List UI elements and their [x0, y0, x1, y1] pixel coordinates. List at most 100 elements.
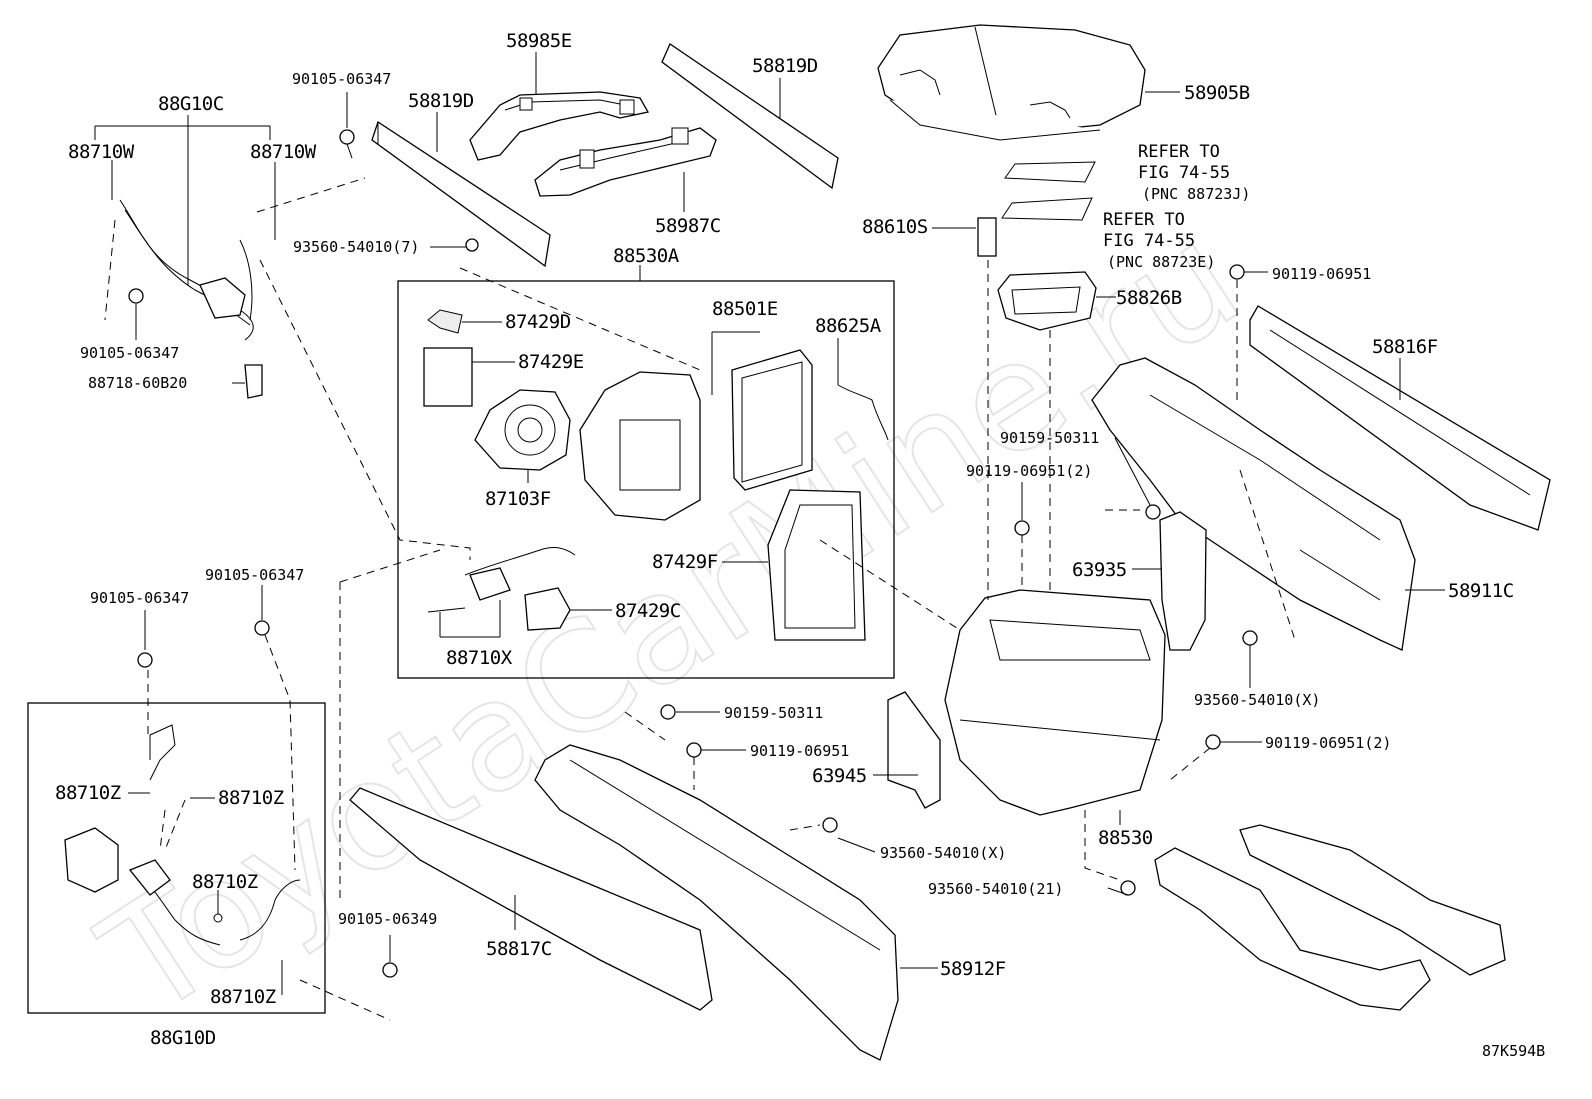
label-88710Z-a: 88710Z — [55, 782, 121, 804]
label-88710W-left: 88710W — [68, 141, 135, 163]
label-63945: 63945 — [812, 765, 867, 787]
label-88G10C: 88G10C — [158, 93, 224, 115]
oring-88710Z-c — [213, 913, 223, 923]
part-58985E — [469, 91, 650, 161]
label-88710W-right: 88710W — [250, 141, 317, 163]
bolt-90105-06347-l2 — [254, 620, 270, 636]
label-93560-54010-21: 93560-54010(21) — [928, 880, 1063, 898]
ref2-line1: REFER TO — [1103, 210, 1185, 230]
part-58817C — [349, 787, 713, 1011]
label-87429F: 87429F — [652, 551, 718, 573]
assembly-box-88G10D — [27, 702, 326, 1014]
label-58819D-right: 58819D — [752, 55, 818, 77]
figure-code: 87K594B — [1482, 1042, 1545, 1060]
label-93560-54010-X-a: 93560-54010(X) — [1194, 691, 1320, 709]
leader-lines — [94, 52, 1445, 995]
bolt-93560-54010-X-b — [822, 817, 838, 833]
label-90105-06349: 90105-06349 — [338, 910, 437, 928]
label-58912F: 58912F — [940, 958, 1006, 980]
label-88G10D: 88G10D — [150, 1027, 216, 1049]
part-63935 — [1159, 511, 1207, 651]
label-90119-06951-2a: 90119-06951(2) — [966, 462, 1092, 480]
label-88710Z-d: 88710Z — [210, 986, 276, 1008]
part-58819D-right — [661, 43, 839, 190]
part-88G10D-conn — [128, 859, 171, 896]
part-duct — [1154, 824, 1506, 1011]
label-93560-54010-7: 93560-54010(7) — [293, 238, 419, 256]
part-88501E — [731, 349, 813, 491]
bolt-93560-54010-X-a — [1242, 630, 1258, 646]
dashed-lines — [104, 177, 1296, 1021]
label-90105-06347-l2: 90105-06347 — [205, 566, 304, 584]
part-63945 — [887, 691, 941, 809]
label-88530A: 88530A — [613, 245, 680, 267]
bolt-90105-06347-mid — [128, 288, 144, 304]
part-88530A-case — [579, 371, 701, 521]
label-58911C: 58911C — [1448, 580, 1514, 602]
part-87429D — [427, 309, 463, 334]
label-87103F: 87103F — [485, 488, 551, 510]
part-87429C — [524, 587, 571, 631]
label-90159-50311-a: 90159-50311 — [1000, 429, 1099, 447]
label-87429E: 87429E — [518, 351, 584, 373]
label-90119-06951-a: 90119-06951 — [1272, 265, 1371, 283]
part-87103F — [474, 389, 571, 471]
part-58905B — [877, 24, 1146, 141]
bolt-93560-54010-7 — [465, 238, 479, 252]
label-90159-50311-b: 90159-50311 — [724, 704, 823, 722]
ref1-line2: FIG 74-55 — [1138, 163, 1230, 183]
bolt-90119-06951-2a — [1014, 520, 1030, 536]
part-88G10D-clamp — [64, 827, 119, 893]
bolt-90105-06347-top — [339, 129, 355, 159]
part-87429F — [767, 489, 866, 641]
bolt-90105-06347-l1 — [137, 652, 153, 668]
part-58816F — [1249, 305, 1551, 531]
part-58987C — [534, 127, 717, 197]
ref1-line3: (PNC 88723J) — [1142, 185, 1250, 203]
part-88530 — [944, 589, 1166, 816]
part-88G10D-pipe-c — [239, 879, 301, 941]
label-90105-06347-top: 90105-06347 — [292, 70, 391, 88]
bolt-90159-50311-a — [1145, 504, 1161, 520]
pad-88723J — [1004, 161, 1096, 183]
label-88710Z-b: 88710Z — [218, 787, 284, 809]
label-58819D-left: 58819D — [408, 90, 474, 112]
part-88G10D-pipe-a — [149, 724, 176, 781]
part-58911C — [1091, 357, 1416, 651]
part-58826B — [997, 271, 1097, 331]
label-90119-06951-b: 90119-06951 — [750, 742, 849, 760]
ref2-line2: FIG 74-55 — [1103, 231, 1195, 251]
label-63935: 63935 — [1072, 559, 1127, 581]
part-87429E — [423, 347, 473, 407]
label-90105-06347-mid: 90105-06347 — [80, 344, 179, 362]
label-90119-06951-2b: 90119-06951(2) — [1265, 734, 1391, 752]
bolt-90119-06951-2b — [1205, 734, 1221, 750]
assembly-box-88530A — [397, 280, 895, 679]
label-58987C: 58987C — [655, 215, 721, 237]
label-58985E: 58985E — [506, 30, 572, 52]
bolt-90119-06951-b — [686, 742, 702, 758]
bolt-90119-06951-a — [1229, 264, 1245, 280]
label-58905B: 58905B — [1184, 82, 1250, 104]
label-58816F: 58816F — [1372, 336, 1438, 358]
label-88501E: 88501E — [712, 298, 778, 320]
label-87429D: 87429D — [505, 311, 571, 333]
part-58819D-left — [371, 120, 551, 268]
ref1-line1: REFER TO — [1138, 142, 1220, 162]
part-88610S — [977, 217, 997, 257]
part-88718-60B20 — [244, 364, 263, 399]
part-88G10C — [119, 199, 254, 341]
part-58912F — [534, 744, 899, 1061]
label-88610S: 88610S — [862, 216, 928, 238]
label-88710X: 88710X — [446, 647, 513, 669]
part-88710X — [427, 547, 576, 613]
labels: 58985E 58819D 58819D 58905B 90105-06347 … — [55, 30, 1545, 1060]
label-58826B: 58826B — [1116, 287, 1182, 309]
part-88625A — [837, 384, 889, 441]
pad-88723E — [1001, 197, 1093, 221]
label-88710Z-c: 88710Z — [192, 871, 258, 893]
label-88625A: 88625A — [815, 315, 882, 337]
label-58817C: 58817C — [486, 938, 552, 960]
label-90105-06347-l1: 90105-06347 — [90, 589, 189, 607]
